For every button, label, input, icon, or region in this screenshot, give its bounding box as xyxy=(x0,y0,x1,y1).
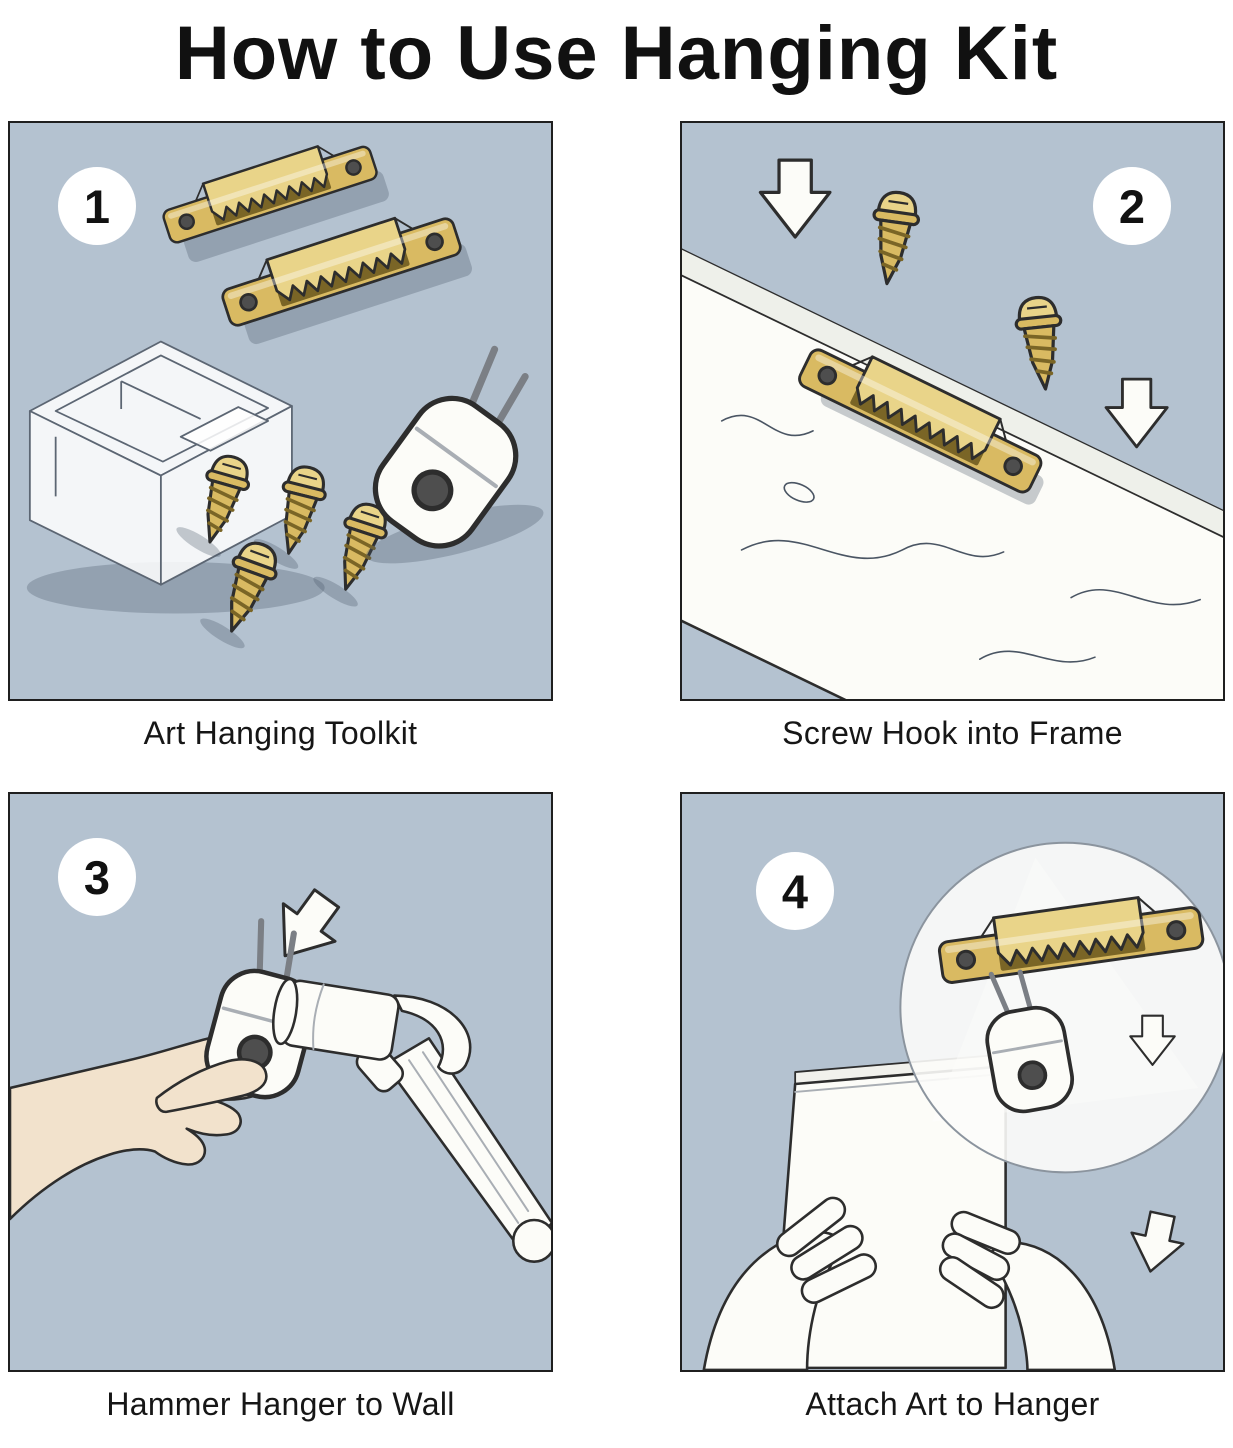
down-arrow-icon xyxy=(1104,377,1169,449)
step-3-number: 3 xyxy=(83,850,111,904)
step-4-number: 4 xyxy=(781,864,809,918)
left-hand-icon xyxy=(702,1196,878,1370)
step-2-number: 2 xyxy=(1118,179,1146,233)
step-1-caption: Art Hanging Toolkit xyxy=(143,715,418,751)
thumb-icon xyxy=(155,1058,268,1114)
step-2-caption: Screw Hook into Frame xyxy=(782,715,1123,751)
step-4-caption: Attach Art to Hanger xyxy=(805,1386,1100,1422)
storage-box-icon xyxy=(26,340,325,614)
step-1-panel: 1 xyxy=(8,121,553,701)
screws-icon xyxy=(176,449,396,649)
step-4-panel: 4 xyxy=(680,792,1225,1372)
frame-board-icon xyxy=(682,248,1223,699)
screw-shadow xyxy=(176,527,221,557)
right-hand-icon xyxy=(938,1210,1117,1370)
screw-icon xyxy=(1011,293,1070,394)
step-1-number: 1 xyxy=(83,179,111,233)
step-3-illustration xyxy=(10,878,551,1263)
step-4-number-badge: 4 xyxy=(756,852,834,930)
step-4: 4 Attach Art to Hanger xyxy=(680,792,1225,1423)
screw-shadow xyxy=(313,576,358,607)
step-3-caption: Hammer Hanger to Wall xyxy=(106,1386,455,1422)
steps-grid: 1 Art Hanging Toolkit xyxy=(8,121,1225,1423)
step-3-panel: 3 xyxy=(8,792,553,1372)
down-arrow-icon xyxy=(758,158,832,239)
step-2-panel: 2 xyxy=(680,121,1225,701)
page-title: How to Use Hanging Kit xyxy=(174,11,1059,96)
step-4-illustration xyxy=(702,841,1223,1370)
step-2-illustration xyxy=(682,158,1223,699)
hammer-icon xyxy=(271,977,551,1263)
hanger-shadow xyxy=(183,170,389,262)
down-arrow-icon xyxy=(1123,1207,1190,1279)
screw-icon xyxy=(862,187,924,289)
down-arrow-icon xyxy=(257,878,354,977)
step-3: 3 Hammer Hanger to Wall xyxy=(8,792,553,1423)
screw-shadow xyxy=(200,618,245,649)
step-1-illustration xyxy=(26,130,551,649)
step-1-number-badge: 1 xyxy=(58,167,136,245)
step-1: 1 Art Hanging Toolkit xyxy=(8,121,553,752)
step-3-number-badge: 3 xyxy=(58,838,136,916)
step-2-number-badge: 2 xyxy=(1093,167,1171,245)
magnifier-circle xyxy=(899,841,1223,1174)
step-2: 2 Screw Hook into Frame xyxy=(680,121,1225,752)
